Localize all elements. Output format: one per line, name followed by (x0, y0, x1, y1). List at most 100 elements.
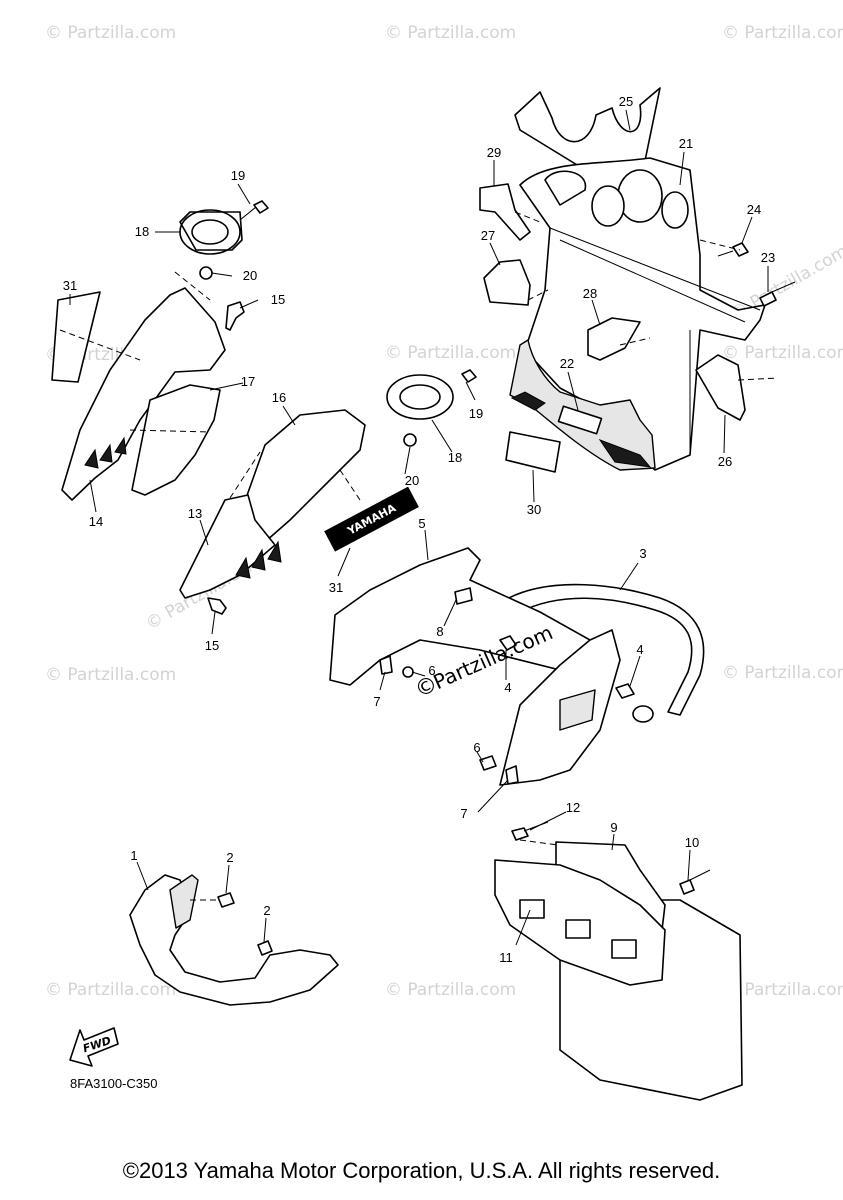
copyright-footer: ©2013 Yamaha Motor Corporation, U.S.A. A… (122, 1158, 721, 1183)
vent-slot (114, 436, 127, 455)
callout-1: 1 (130, 848, 137, 863)
callout-2: 2 (226, 850, 233, 865)
vent-slot (84, 448, 99, 469)
guard-plate (559, 689, 596, 731)
gauge-hole (661, 191, 689, 229)
callout-24: 24 (747, 202, 761, 217)
lower-grille-assembly (494, 821, 743, 1101)
callout-10: 10 (685, 835, 699, 850)
callout-22: 22 (560, 356, 574, 371)
mesh-opening (565, 919, 591, 939)
cover-26 (695, 354, 746, 421)
screw-19 (253, 200, 269, 214)
light-housing-rim (179, 211, 243, 251)
callout-leaders (69, 109, 769, 946)
watermark: © Partzilla.com (722, 343, 843, 363)
callout-17: 17 (241, 374, 255, 389)
side-panel-14 (61, 287, 226, 501)
watermarks: © Partzilla.com © Partzilla.com © Partzi… (45, 23, 843, 1000)
callout-4: 4 (504, 680, 511, 695)
callout-6: 6 (473, 740, 480, 755)
callout-6: 6 (428, 663, 435, 678)
screw-24 (732, 242, 749, 257)
rivet-12 (511, 827, 529, 841)
callout-19: 19 (469, 406, 483, 421)
tube-end (632, 705, 654, 723)
yamaha-logo-label-31: YAMAHA (324, 486, 419, 552)
vent-slot (99, 443, 113, 463)
mesh-opening (519, 899, 545, 919)
watermark: © Partzilla.com (45, 665, 176, 685)
watermark: © Partzilla.com (722, 663, 843, 683)
bracket-27 (483, 259, 531, 306)
callout-16: 16 (272, 390, 286, 405)
callout-31: 31 (63, 278, 77, 293)
bumper-tube-3 (504, 583, 705, 716)
vent-slot (235, 556, 251, 579)
clip-7 (379, 655, 393, 675)
callout-18: 18 (448, 450, 462, 465)
bracket-29 (479, 183, 531, 241)
clip-7 (505, 765, 519, 785)
callout-labels: 1 2 2 3 4 4 5 6 6 7 7 8 9 10 11 12 13 14… (63, 94, 775, 965)
diagram-code: 8FA3100-C350 (70, 1076, 157, 1091)
callout-21: 21 (679, 136, 693, 151)
watermark: © Partzilla.com (722, 23, 843, 43)
callout-19: 19 (231, 168, 245, 183)
callout-7: 7 (373, 694, 380, 709)
label-30 (505, 431, 561, 473)
callout-20: 20 (405, 473, 419, 488)
gauge-hole (591, 185, 625, 227)
callout-9: 9 (610, 820, 617, 835)
bracket-28 (587, 317, 641, 361)
callout-30: 30 (527, 502, 541, 517)
watermark: © Partzilla.com (385, 23, 516, 43)
block-8 (454, 587, 473, 605)
front-bumper-assembly: © Partzilla.com (329, 547, 705, 786)
callout-25: 25 (619, 94, 633, 109)
vent-slot (251, 548, 266, 571)
callout-29: 29 (487, 145, 501, 160)
bolt-2 (257, 940, 273, 956)
callout-28: 28 (583, 286, 597, 301)
screw-15 (225, 301, 245, 331)
callout-15: 15 (271, 292, 285, 307)
callout-23: 23 (761, 250, 775, 265)
callout-7: 7 (460, 806, 467, 821)
visor-29 (544, 170, 587, 206)
callout-12: 12 (566, 800, 580, 815)
rivet-23 (759, 291, 777, 307)
callout-5: 5 (418, 516, 425, 531)
screw-15 (207, 597, 227, 615)
callout-13: 13 (188, 506, 202, 521)
grille-22 (509, 339, 656, 471)
dash-panel-assembly (479, 87, 796, 473)
callout-18: 18 (135, 224, 149, 239)
callout-11: 11 (499, 950, 513, 965)
bolt-4 (499, 635, 517, 651)
callout-27: 27 (481, 228, 495, 243)
nut-20 (403, 433, 417, 447)
watermark: © Partzilla.com (722, 980, 843, 1000)
callout-26: 26 (718, 454, 732, 469)
callout-4: 4 (636, 642, 643, 657)
callout-20: 20 (243, 268, 257, 283)
bolt-4 (615, 683, 635, 699)
screw-19 (461, 369, 477, 383)
watermark: © Partzilla.com (385, 980, 516, 1000)
callout-15: 15 (205, 638, 219, 653)
gauge-hole (617, 169, 663, 223)
callout-3: 3 (639, 546, 646, 561)
callout-31: 31 (329, 580, 343, 595)
callout-8: 8 (436, 624, 443, 639)
bolt-6 (402, 666, 414, 678)
vent-slot (267, 540, 282, 563)
inner-panel-17 (131, 384, 221, 496)
bolt-6 (479, 755, 497, 771)
light-housing-inner (191, 219, 229, 245)
label-31 (51, 291, 101, 383)
grille-slot (557, 405, 603, 435)
watermark: © Partzilla.com (385, 343, 516, 363)
light-housing-inner (399, 384, 441, 410)
